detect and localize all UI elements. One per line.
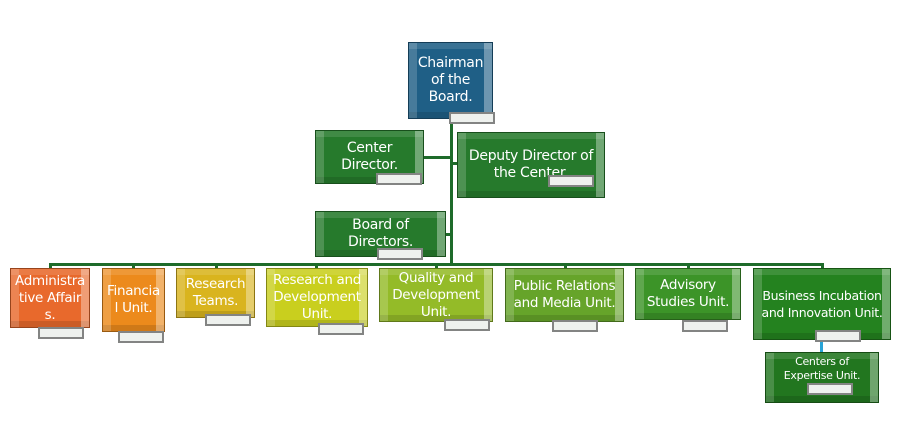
connector-center-director bbox=[424, 156, 451, 159]
node-label: Centers of Expertise Unit. bbox=[783, 355, 861, 382]
node-advisory-studies[interactable]: Advisory Studies Unit. bbox=[635, 268, 741, 320]
connector-centers-expertise bbox=[820, 340, 823, 352]
connector-trunk bbox=[450, 119, 453, 266]
node-tag bbox=[376, 173, 422, 185]
node-financial-unit[interactable]: Financial Unit. bbox=[102, 268, 165, 332]
node-label: Administrative Affairs. bbox=[15, 272, 85, 323]
node-centers-of-expertise[interactable]: Centers of Expertise Unit. bbox=[765, 352, 879, 403]
node-label: Chairman of the Board. bbox=[417, 55, 484, 105]
node-label: Quality and Development Unit. bbox=[392, 269, 480, 320]
node-tag bbox=[807, 383, 853, 395]
node-label: Business Incubation and Innovation Unit. bbox=[761, 288, 883, 320]
drop-pr bbox=[564, 263, 567, 269]
node-quality-development[interactable]: Quality and Development Unit. bbox=[379, 268, 493, 322]
node-tag bbox=[548, 175, 594, 187]
node-research-development[interactable]: Research and Development Unit. bbox=[266, 268, 368, 327]
connector-deputy bbox=[452, 162, 458, 165]
drop-business bbox=[821, 263, 824, 269]
node-public-relations[interactable]: Public Relations and Media Unit. bbox=[505, 268, 624, 322]
node-business-incubation[interactable]: Business Incubation and Innovation Unit. bbox=[753, 268, 891, 340]
drop-rd bbox=[315, 263, 318, 269]
node-deputy-director[interactable]: Deputy Director of the Center. bbox=[457, 132, 605, 198]
node-label: Research Teams. bbox=[185, 276, 246, 309]
drop-financial bbox=[132, 263, 135, 269]
node-tag bbox=[552, 320, 598, 332]
node-tag bbox=[815, 330, 861, 342]
drop-research-teams bbox=[215, 263, 218, 269]
node-tag bbox=[682, 320, 728, 332]
node-chairman[interactable]: Chairman of the Board. bbox=[408, 42, 493, 119]
drop-advisory bbox=[687, 263, 690, 269]
node-label: Research and Development Unit. bbox=[272, 272, 361, 322]
node-tag bbox=[38, 327, 84, 339]
node-label: Center Director. bbox=[341, 140, 398, 173]
node-label: Financial Unit. bbox=[107, 283, 160, 316]
drop-admin bbox=[49, 263, 52, 269]
node-label: Public Relations and Media Unit. bbox=[513, 278, 616, 311]
node-tag bbox=[449, 112, 495, 124]
node-administrative-affairs[interactable]: Administrative Affairs. bbox=[10, 268, 90, 328]
drop-quality bbox=[435, 263, 438, 269]
node-label: Advisory Studies Unit. bbox=[646, 277, 730, 310]
node-tag bbox=[444, 319, 490, 331]
node-label: Board of Directors. bbox=[348, 217, 413, 250]
node-tag bbox=[205, 314, 251, 326]
node-tag bbox=[318, 323, 364, 335]
node-tag bbox=[377, 248, 423, 260]
connector-board bbox=[446, 233, 451, 236]
node-research-teams[interactable]: Research Teams. bbox=[176, 268, 255, 318]
node-tag bbox=[118, 331, 164, 343]
